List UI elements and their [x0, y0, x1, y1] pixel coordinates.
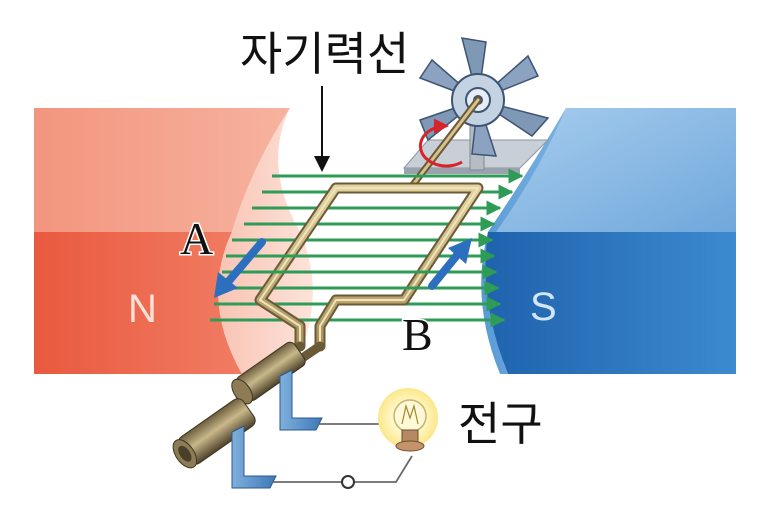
current-arrow-b — [428, 238, 472, 290]
field-label-pointer — [314, 86, 330, 172]
north-magnet-top — [34, 108, 290, 232]
brush-lower — [231, 425, 277, 489]
brushes — [231, 369, 323, 489]
switch-terminal — [341, 475, 355, 489]
light-bulb-icon — [378, 388, 438, 452]
south-magnet — [481, 108, 736, 374]
brush-upper — [279, 369, 323, 431]
point-a-label: A — [180, 213, 213, 264]
turbine-blades — [418, 37, 550, 157]
rotation-arrow-icon — [418, 118, 463, 168]
current-arrow-a — [214, 238, 266, 298]
north-pole-label: N — [128, 287, 157, 331]
south-magnet-front — [485, 232, 736, 374]
bulb-label: 전구 — [458, 397, 543, 451]
coil-loop — [254, 182, 484, 352]
north-magnet-front — [34, 232, 242, 374]
circuit-wires — [272, 423, 413, 483]
slip-rings — [172, 341, 325, 469]
field-lines-label: 자기력선 — [240, 27, 409, 81]
south-pole-label: S — [530, 285, 557, 329]
north-magnet — [34, 108, 313, 374]
point-b-label: B — [402, 309, 433, 360]
